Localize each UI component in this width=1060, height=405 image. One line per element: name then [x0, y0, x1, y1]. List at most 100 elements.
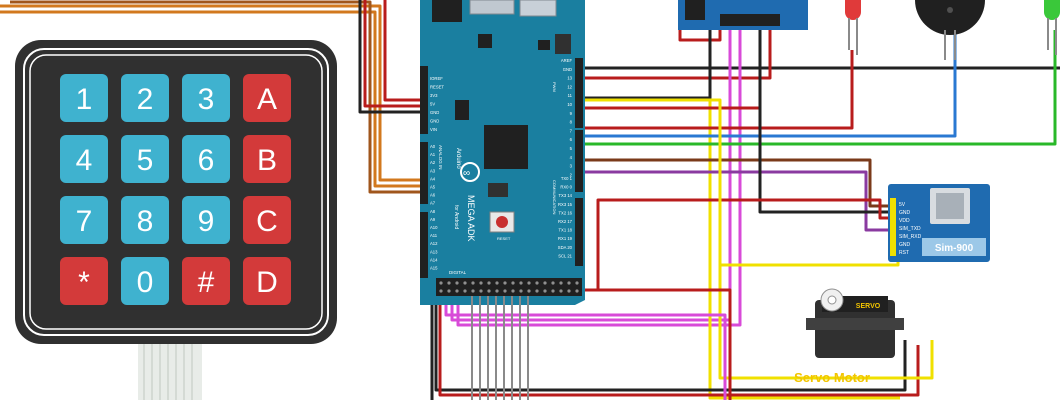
arduino-logo-symbol: ∞	[463, 168, 470, 179]
digital-header-2	[575, 130, 583, 192]
arduino-board: RESET ∞ MEGA ADK for Android Arduino IOR…	[420, 0, 585, 305]
keypad-key-label: A	[257, 83, 277, 116]
pin-label: TX1 18	[558, 228, 572, 233]
wire-black-servo	[434, 290, 907, 392]
keypad-key	[60, 74, 108, 122]
header-pin	[495, 281, 499, 285]
buzzer	[915, 0, 985, 60]
header-pin	[471, 281, 475, 285]
sim900-pin-header	[890, 198, 896, 256]
sim900-pin-label: 5V	[899, 202, 906, 208]
header-pin	[495, 289, 499, 293]
sim900-pin-label: GND	[899, 242, 911, 248]
keypad-key-label: C	[256, 205, 278, 238]
keypad-key	[121, 74, 169, 122]
pin-label: A6	[430, 193, 436, 198]
wire-yellow-servo	[580, 98, 934, 380]
header-pin	[455, 281, 459, 285]
keypad-key-label: 0	[137, 266, 154, 299]
bottom-header-pins	[439, 281, 579, 293]
pin-label: A2	[430, 160, 436, 165]
module-chip	[685, 0, 705, 20]
wire-yellow-sim	[718, 210, 900, 267]
wire-red-led	[580, 50, 854, 130]
board-label: MEGA ADK	[466, 195, 476, 242]
small-chip-3	[538, 40, 550, 50]
board-sublabel: for Android	[453, 205, 459, 229]
header-pin	[543, 281, 547, 285]
pin-label: RX0 0	[560, 185, 572, 190]
header-pin	[519, 281, 523, 285]
pin-label: 10	[567, 102, 572, 107]
pin-label: GND	[563, 67, 572, 72]
keypad-key	[60, 257, 108, 305]
sim900-label: Sim-900	[935, 243, 974, 254]
keypad-key	[243, 74, 291, 122]
wire-red-sim	[596, 198, 898, 290]
header-pin	[575, 289, 579, 293]
bottom-gray-wires	[471, 296, 529, 400]
comm-header	[575, 198, 583, 266]
header-pin	[527, 281, 531, 285]
header-pin	[551, 289, 555, 293]
pin-label: RX1 19	[558, 236, 573, 241]
pin-label: 8	[570, 120, 573, 125]
icsp-header-2	[488, 183, 508, 197]
sim900-pin-label: RST	[899, 250, 909, 256]
header-pin	[463, 281, 467, 285]
keypad-key-label: 5	[137, 144, 154, 177]
keypad-ribbon	[138, 344, 202, 400]
pin-label: A4	[430, 176, 436, 181]
wire-black-module	[580, 30, 712, 100]
wire-green-led	[580, 30, 1057, 146]
comm-header-label: COMMUNICATION	[552, 180, 557, 214]
wire-red-module-2	[580, 30, 772, 80]
pin-label: 3V3	[430, 93, 438, 98]
keypad-key	[60, 196, 108, 244]
wire-keypad-orange-1	[0, 4, 425, 182]
sim900-pin-label: GND	[899, 210, 911, 216]
sim900-pin-label: SIM_TXD	[899, 226, 921, 232]
header-pin	[567, 281, 571, 285]
keypad-key	[121, 135, 169, 183]
pin-label: A11	[430, 233, 438, 238]
pin-label: 5	[570, 146, 573, 151]
header-pin	[511, 289, 515, 293]
keypad-key	[182, 135, 230, 183]
wire-keypad-orange-2	[0, 10, 425, 188]
header-pin	[455, 289, 459, 293]
usb-connector	[432, 0, 462, 22]
keypad-inner-border-2	[29, 54, 323, 330]
pin-label: A12	[430, 241, 438, 246]
pin-label: A15	[430, 266, 438, 271]
pin-label: A3	[430, 168, 436, 173]
small-chip	[478, 34, 492, 48]
analog-header-2	[420, 212, 428, 278]
header-pin	[519, 289, 523, 293]
header-pin	[527, 289, 531, 293]
header-pin	[447, 289, 451, 293]
digital-header-label: DIGITAL	[449, 270, 467, 275]
keypad-key-label: D	[256, 266, 278, 299]
header-pin	[439, 289, 443, 293]
pin-label: IOREF	[430, 76, 443, 81]
pin-label: TX0 1	[561, 176, 573, 181]
keypad-key	[182, 257, 230, 305]
pin-label: 9	[570, 111, 573, 116]
header-pin	[503, 281, 507, 285]
wire-red-power-2	[363, 0, 425, 108]
sim900-pin-label: VDD	[899, 218, 910, 224]
header-pin	[535, 289, 539, 293]
pin-label: A9	[430, 217, 436, 222]
pin-label: RESET	[430, 85, 444, 90]
main-chip	[484, 125, 528, 169]
pin-label: TX3 14	[558, 193, 572, 198]
servo-flange	[806, 318, 904, 330]
pin-label: 5V	[430, 102, 435, 107]
